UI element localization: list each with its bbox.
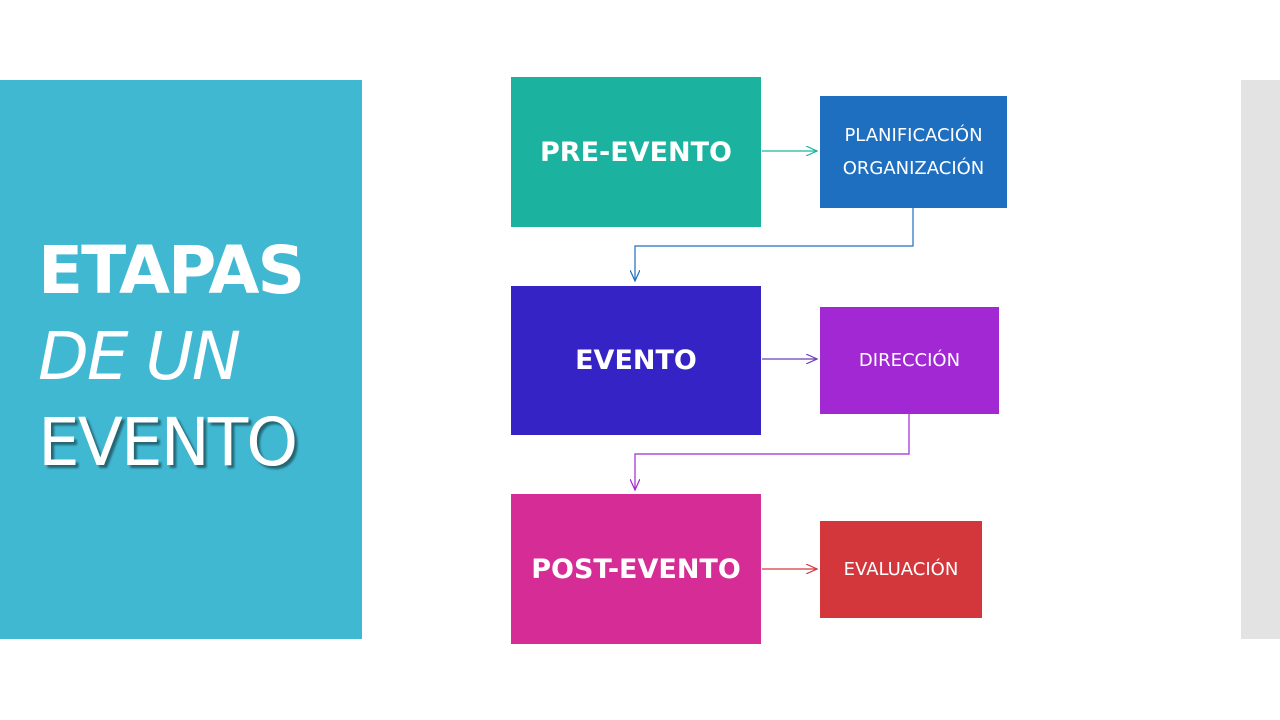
substage-organizacion-label: ORGANIZACIÓN xyxy=(842,158,985,179)
substage-planificacion-label: PLANIFICACIÓN xyxy=(844,125,983,146)
title-line-de-un: DE UN xyxy=(38,318,241,395)
arrow-direccion-to-post xyxy=(635,414,910,490)
side-strip xyxy=(1241,80,1280,639)
stage-post-evento: POST-EVENTO xyxy=(511,494,761,644)
slide-title: ETAPAS DE UN EVENTO xyxy=(38,228,305,486)
stage-pre-evento: PRE-EVENTO xyxy=(511,77,761,227)
substage-evaluacion-label: EVALUACIÓN xyxy=(843,559,959,580)
arrow-planificacion-to-evento xyxy=(635,208,914,281)
substage-planificacion-organizacion: PLANIFICACIÓN ORGANIZACIÓN xyxy=(820,96,1007,208)
substage-direccion: DIRECCIÓN xyxy=(820,307,999,414)
title-panel xyxy=(0,80,362,639)
title-line-etapas: ETAPAS xyxy=(38,232,305,309)
title-line-evento: EVENTO xyxy=(38,404,298,481)
substage-evaluacion: EVALUACIÓN xyxy=(820,521,982,618)
stage-evento-label: EVENTO xyxy=(575,345,697,376)
stage-pre-evento-label: PRE-EVENTO xyxy=(540,136,732,168)
stage-post-evento-label: POST-EVENTO xyxy=(531,553,741,585)
stage-evento: EVENTO xyxy=(511,286,761,435)
substage-direccion-label: DIRECCIÓN xyxy=(858,350,961,371)
